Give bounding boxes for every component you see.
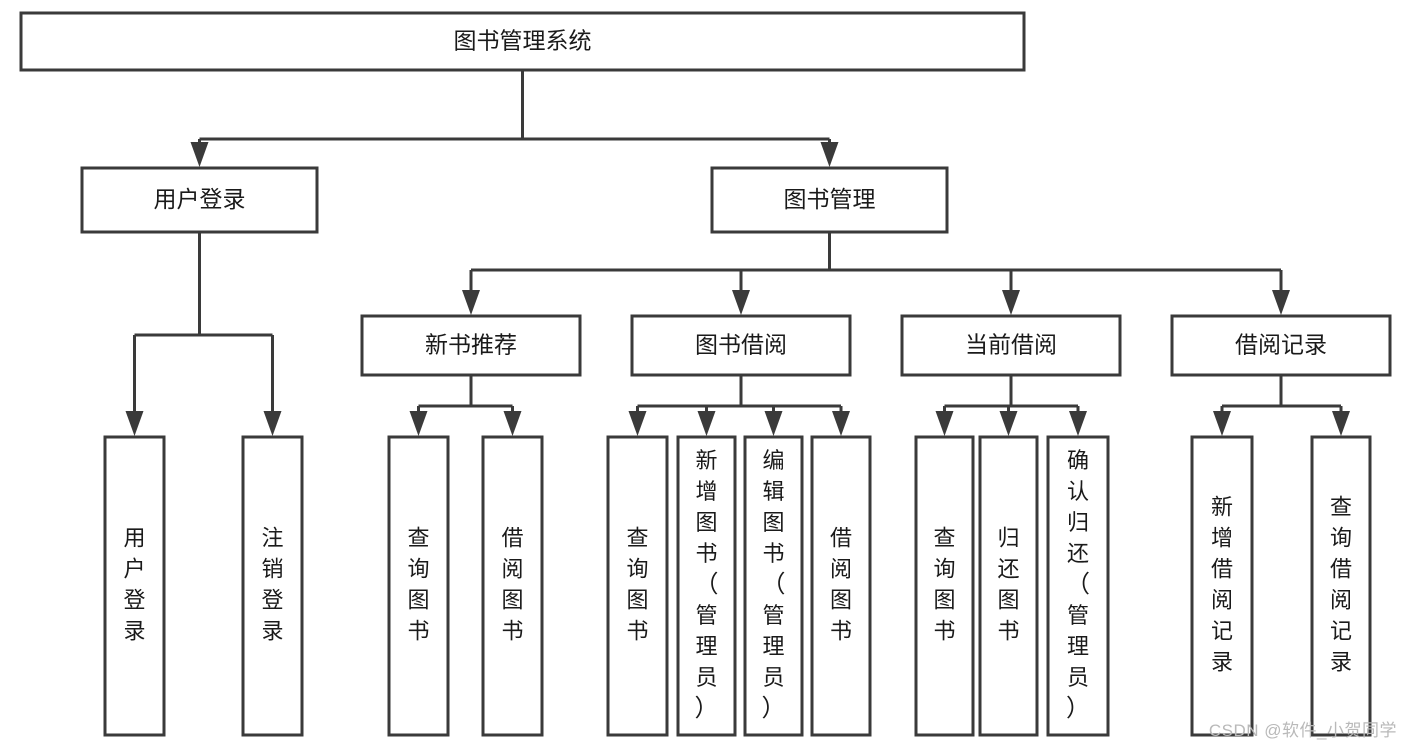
arrow-head-icon	[1213, 411, 1231, 436]
node-box	[481, 435, 544, 737]
node-box	[1190, 435, 1254, 737]
arrow-head-icon	[764, 411, 783, 436]
node-label: 用户登录	[154, 186, 246, 212]
arrow-head-icon	[999, 411, 1018, 436]
node-root[interactable]: 图书管理系统	[19, 11, 1026, 72]
node-label: 图书管理系统	[454, 28, 592, 54]
node-label: 图书管理	[784, 186, 876, 212]
node-label: 图书借阅	[695, 332, 787, 358]
node-label: 用户登录	[123, 525, 145, 643]
node-label: 借阅记录	[1235, 332, 1327, 358]
node-label: 新增图书（管理员）	[695, 448, 719, 723]
node-leaf_5[interactable]: 新增图书（管理员）	[676, 435, 737, 737]
node-box	[900, 314, 1122, 377]
arrow-head-icon	[1272, 290, 1290, 315]
node-box	[360, 314, 582, 377]
node-box	[743, 435, 804, 737]
node-box	[387, 435, 450, 737]
node-box	[710, 166, 949, 234]
node-box	[606, 435, 669, 737]
arrow-head-icon	[628, 411, 647, 436]
node-box	[630, 314, 852, 377]
node-box	[914, 435, 975, 737]
node-leaf_11[interactable]: 新增借阅记录	[1190, 435, 1254, 737]
arrow-head-icon	[190, 142, 209, 167]
node-layer: 图书管理系统用户登录图书管理新书推荐图书借阅当前借阅借阅记录用户登录注销登录查询…	[19, 11, 1392, 737]
arrow-head-icon	[1332, 411, 1350, 436]
node-leaf_0[interactable]: 用户登录	[103, 435, 166, 737]
node-label: 借阅图书	[501, 525, 523, 643]
node-l2_1[interactable]: 图书管理	[710, 166, 949, 234]
node-box	[978, 435, 1039, 737]
node-l3_3[interactable]: 借阅记录	[1170, 314, 1392, 377]
node-label: 当前借阅	[965, 332, 1057, 358]
arrow-head-icon	[462, 290, 480, 315]
arrow-head-icon	[503, 411, 522, 436]
node-leaf_6[interactable]: 编辑图书（管理员）	[743, 435, 804, 737]
node-l3_0[interactable]: 新书推荐	[360, 314, 582, 377]
node-leaf_4[interactable]: 查询图书	[606, 435, 669, 737]
node-label: 确认归还（管理员）	[1066, 448, 1090, 723]
edge-layer	[125, 70, 1350, 436]
node-leaf_2[interactable]: 查询图书	[387, 435, 450, 737]
arrow-head-icon	[697, 411, 716, 436]
node-label: 编辑图书（管理员）	[762, 448, 786, 723]
arrow-head-icon	[820, 142, 839, 167]
node-label: 查询借阅记录	[1330, 494, 1352, 674]
node-leaf_9[interactable]: 归还图书	[978, 435, 1039, 737]
node-label: 注销登录	[261, 525, 283, 643]
node-box	[241, 435, 304, 737]
node-box	[1046, 435, 1110, 737]
node-label: 查询图书	[407, 525, 429, 643]
arrow-head-icon	[935, 411, 954, 436]
node-leaf_12[interactable]: 查询借阅记录	[1310, 435, 1372, 737]
node-label: 查询图书	[933, 525, 955, 643]
node-label: 新书推荐	[425, 332, 517, 358]
node-label: 借阅图书	[830, 525, 852, 643]
node-leaf_1[interactable]: 注销登录	[241, 435, 304, 737]
node-l3_1[interactable]: 图书借阅	[630, 314, 852, 377]
node-box	[1170, 314, 1392, 377]
node-box	[19, 11, 1026, 72]
arrow-head-icon	[263, 411, 282, 436]
arrow-head-icon	[125, 411, 144, 436]
arrow-head-icon	[1069, 411, 1087, 436]
node-label: 查询图书	[626, 525, 648, 643]
node-l2_0[interactable]: 用户登录	[80, 166, 319, 234]
node-box	[80, 166, 319, 234]
node-leaf_10[interactable]: 确认归还（管理员）	[1046, 435, 1110, 737]
node-box	[810, 435, 872, 737]
arrow-head-icon	[409, 411, 428, 436]
node-leaf_3[interactable]: 借阅图书	[481, 435, 544, 737]
node-l3_2[interactable]: 当前借阅	[900, 314, 1122, 377]
node-box	[103, 435, 166, 737]
node-leaf_8[interactable]: 查询图书	[914, 435, 975, 737]
node-box	[676, 435, 737, 737]
node-label: 归还图书	[997, 525, 1019, 643]
node-leaf_7[interactable]: 借阅图书	[810, 435, 872, 737]
node-label: 新增借阅记录	[1211, 494, 1233, 674]
arrow-head-icon	[732, 290, 750, 315]
node-box	[1310, 435, 1372, 737]
arrow-head-icon	[1002, 290, 1020, 315]
arrow-head-icon	[832, 411, 850, 436]
